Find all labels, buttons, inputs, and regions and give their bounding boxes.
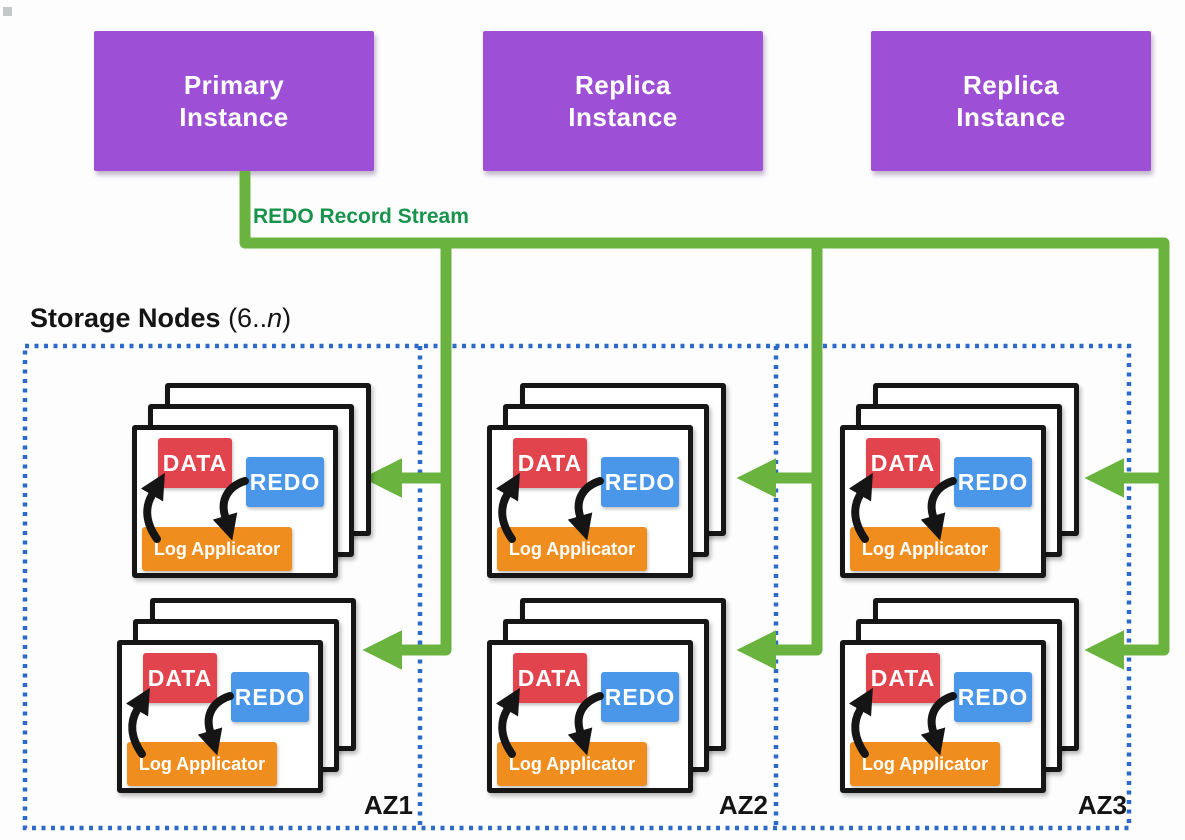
storage-node-stack-az3-bottom: DATA REDO Log Applicator: [840, 598, 1079, 793]
redo-stream-branch-az2: [736, 243, 823, 670]
data-box: DATA: [513, 438, 587, 488]
log-applicator-box: Log Applicator: [497, 742, 647, 786]
log-applicator-box: Log Applicator: [850, 742, 1000, 786]
storage-node-stack-az2-bottom: DATA REDO Log Applicator: [487, 598, 726, 793]
log-applicator-box: Log Applicator: [497, 527, 647, 571]
replica-instance-label-2: Replica Instance: [956, 69, 1066, 133]
redo-box: REDO: [601, 457, 679, 507]
log-applicator-box: Log Applicator: [127, 742, 277, 786]
replica-instance-box-1: Replica Instance: [483, 31, 763, 171]
az3-label: AZ3: [1077, 790, 1127, 820]
redo-box: REDO: [601, 672, 679, 722]
log-applicator-box: Log Applicator: [850, 527, 1000, 571]
storage-node-card: DATA REDO Log Applicator: [840, 425, 1046, 578]
redo-box: REDO: [954, 457, 1032, 507]
data-box: DATA: [158, 438, 232, 488]
redo-box: REDO: [954, 672, 1032, 722]
log-applicator-box: Log Applicator: [142, 527, 292, 571]
storage-node-card: DATA REDO Log Applicator: [487, 640, 693, 793]
primary-instance-box: Primary Instance: [94, 31, 374, 171]
storage-node-stack-az1-top: DATA REDO Log Applicator: [132, 383, 371, 578]
storage-node-card: DATA REDO Log Applicator: [132, 425, 338, 578]
az2-label: AZ2: [718, 790, 768, 820]
redo-box: REDO: [231, 672, 309, 722]
data-box: DATA: [143, 653, 217, 703]
data-box: DATA: [513, 653, 587, 703]
storage-node-card: DATA REDO Log Applicator: [840, 640, 1046, 793]
redo-box: REDO: [246, 457, 324, 507]
redo-record-stream-label: REDO Record Stream: [253, 205, 469, 228]
storage-nodes-title: Storage Nodes (6..n): [30, 303, 291, 334]
storage-nodes-title-bold: Storage Nodes: [30, 303, 221, 333]
replica-instance-box-2: Replica Instance: [871, 31, 1151, 171]
storage-node-card: DATA REDO Log Applicator: [487, 425, 693, 578]
redo-stream-branch-az1: [362, 243, 452, 670]
redo-stream-main-line: [239, 171, 1170, 670]
storage-nodes-range: (6..n): [228, 303, 292, 333]
storage-node-stack-az2-top: DATA REDO Log Applicator: [487, 383, 726, 578]
primary-instance-label: Primary Instance: [179, 69, 289, 133]
storage-node-stack-az1-bottom: DATA REDO Log Applicator: [117, 598, 356, 793]
data-box: DATA: [866, 653, 940, 703]
corner-artifact: [3, 7, 12, 16]
replica-instance-label-1: Replica Instance: [568, 69, 678, 133]
storage-node-stack-az3-top: DATA REDO Log Applicator: [840, 383, 1079, 578]
az1-label: AZ1: [363, 790, 413, 820]
az-boundary-rect: [22, 343, 1132, 831]
data-box: DATA: [866, 438, 940, 488]
storage-node-card: DATA REDO Log Applicator: [117, 640, 323, 793]
